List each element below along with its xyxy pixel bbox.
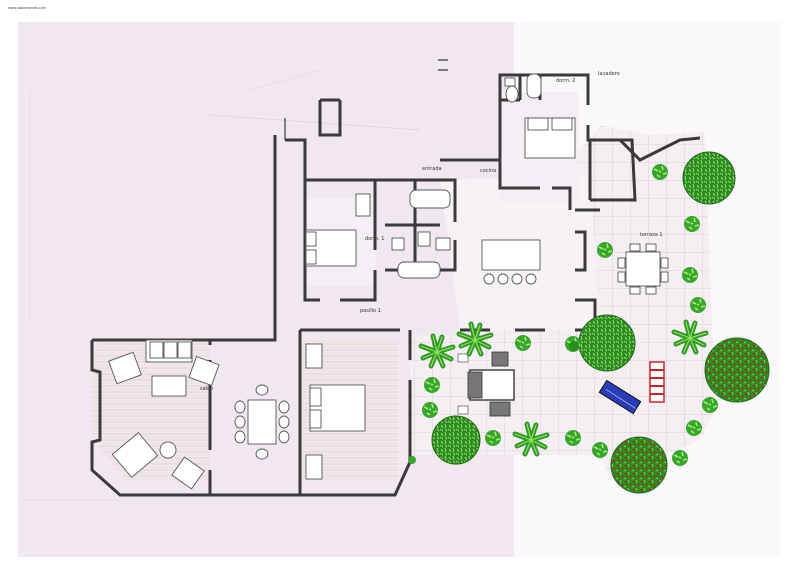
kitchen-island — [481, 239, 541, 285]
deck-chair — [649, 361, 665, 403]
bed-bedroom-1 — [305, 193, 371, 267]
watermark-text: www.spainhomes.com — [8, 6, 47, 10]
terrace-plants — [408, 151, 770, 494]
terrace-lounge-set — [457, 351, 515, 417]
label-terrace: terraza 1 — [640, 232, 663, 238]
label-living-room: salón — [200, 385, 213, 392]
bed-master — [524, 117, 576, 159]
label-passage: pasillo 1 — [360, 308, 381, 314]
bathroom-fixtures — [391, 73, 542, 279]
terrace-dining-set — [617, 243, 669, 295]
bed-bedroom-2 — [305, 343, 366, 480]
label-bedroom-2: dorm. 2 — [556, 78, 575, 84]
label-bedroom-1: dorm. 1 — [365, 236, 384, 242]
sun-lounger — [598, 379, 642, 415]
background-left — [18, 22, 514, 557]
living-room-furniture — [108, 339, 290, 490]
label-entrance: entrada — [422, 166, 442, 172]
label-laundry: lavadero — [598, 71, 620, 77]
label-kitchen: cocina — [480, 168, 496, 174]
